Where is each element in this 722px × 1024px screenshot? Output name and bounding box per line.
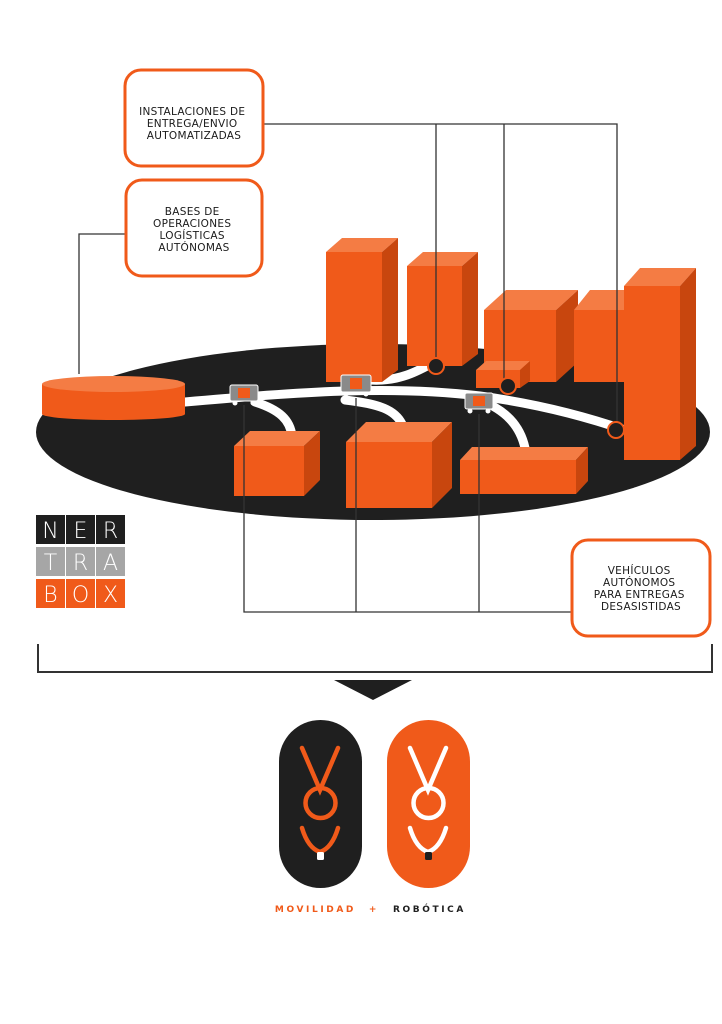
building-tall-1 <box>326 238 398 382</box>
building-front-2 <box>346 422 452 508</box>
delivery-robot-1 <box>229 384 259 406</box>
nertrabox-logo: N E R T R A B O X <box>36 515 125 608</box>
logo-letter-r2: R <box>73 551 88 576</box>
logo-letter-n: N <box>42 519 58 544</box>
callout-vehiculos-line-2: AUTÓNOMOS <box>603 576 675 589</box>
callout-vehiculos-line-1: VEHÍCULOS <box>608 564 671 577</box>
logo-letter-x: X <box>103 583 118 608</box>
callout-bases-line-1: BASES DE <box>165 206 220 218</box>
callout-vehiculos: VEHÍCULOS AUTÓNOMOS PARA ENTREGAS DESASI… <box>570 538 712 638</box>
callout-vehiculos-line-4: DESASISTIDAS <box>601 601 681 613</box>
logo-letter-o: O <box>72 583 89 608</box>
vov-logo-dark <box>279 720 362 888</box>
callout-bases-line-2: OPERACIONES <box>153 218 231 230</box>
building-front-1 <box>234 431 320 496</box>
road-network <box>180 355 630 453</box>
leader-dots <box>427 357 625 439</box>
building-tall-right <box>624 268 696 460</box>
logo-letter-e: E <box>74 519 88 544</box>
callout-bases-text: BASES DE OPERACIONES LOGÍSTICAS AUTÓNOMA… <box>153 206 235 254</box>
logo-letter-r: R <box>103 519 118 544</box>
callout-bases: BASES DE OPERACIONES LOGÍSTICAS AUTÓNOMA… <box>124 178 264 278</box>
tagline-robotica: ROBÓTICA <box>393 903 466 915</box>
tagline-plus: + <box>369 905 379 915</box>
tagline: MOVILIDAD + ROBÓTICA <box>275 903 466 915</box>
callout-bases-line-4: AUTÓNOMAS <box>158 241 229 254</box>
summary-bracket <box>37 644 713 673</box>
delivery-robot-2 <box>340 374 372 397</box>
building-tall-2 <box>407 252 478 366</box>
logo-letter-a: A <box>103 551 118 576</box>
vov-logo-orange <box>387 720 470 888</box>
down-arrow <box>334 680 412 700</box>
callout-vehiculos-line-3: PARA ENTREGAS <box>594 589 685 601</box>
logistics-base-cylinder <box>42 376 185 420</box>
callout-instalaciones-line-3: AUTOMATIZADAS <box>147 130 242 142</box>
callout-instalaciones: INSTALACIONES DE ENTREGA/ENVIO AUTOMATIZ… <box>123 68 265 168</box>
callout-bases-line-3: LOGÍSTICAS <box>160 229 225 242</box>
logo-letter-b: B <box>43 583 57 608</box>
callout-instalaciones-line-1: INSTALACIONES DE <box>139 106 245 118</box>
delivery-robot-3 <box>464 392 494 414</box>
tagline-movilidad: MOVILIDAD <box>275 905 356 915</box>
callout-instalaciones-text: INSTALACIONES DE ENTREGA/ENVIO AUTOMATIZ… <box>139 106 249 142</box>
leader-lines <box>78 123 618 613</box>
callout-vehiculos-text: VEHÍCULOS AUTÓNOMOS PARA ENTREGAS DESASI… <box>594 564 689 613</box>
callout-instalaciones-line-2: ENTREGA/ENVIO <box>147 118 238 130</box>
logo-letter-t: T <box>44 551 57 576</box>
